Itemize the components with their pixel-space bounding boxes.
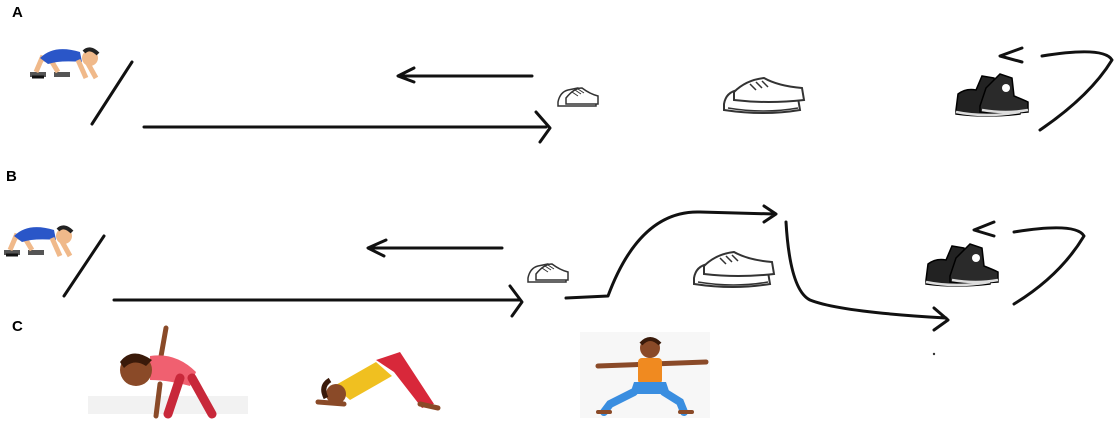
turn-around-curve (1012, 226, 1086, 306)
panel-label-b: B (6, 168, 17, 185)
runner-icon (4, 227, 72, 256)
arrow-head-left (972, 220, 996, 238)
panel-label-a: A (12, 4, 23, 21)
small-sneakers-icon (527, 263, 569, 283)
black-high-top-sneakers-icon (954, 72, 1030, 118)
white-sneakers-icon (723, 77, 805, 114)
dot-mark (932, 352, 936, 356)
turn-around-curve (1038, 50, 1114, 132)
long-arrow-right (142, 110, 552, 144)
small-sneakers-icon (557, 87, 599, 107)
long-arrow-right (112, 284, 524, 318)
finish-line-icon (62, 234, 106, 298)
triangle-pose-icon (88, 325, 248, 419)
black-high-top-sneakers-icon (924, 242, 1000, 288)
downward-dog-icon (315, 352, 441, 411)
arrow-head-left (998, 46, 1024, 64)
arrow-left (396, 66, 534, 84)
curve-arrow-up (564, 204, 778, 300)
finish-line-icon (90, 60, 134, 126)
panel-label-c: C (12, 318, 23, 335)
runner-icon (30, 49, 98, 78)
arrow-left (366, 238, 504, 258)
warrior-pose-icon (580, 332, 710, 418)
white-sneakers-icon (693, 251, 775, 288)
curve-arrow-down (784, 220, 950, 332)
